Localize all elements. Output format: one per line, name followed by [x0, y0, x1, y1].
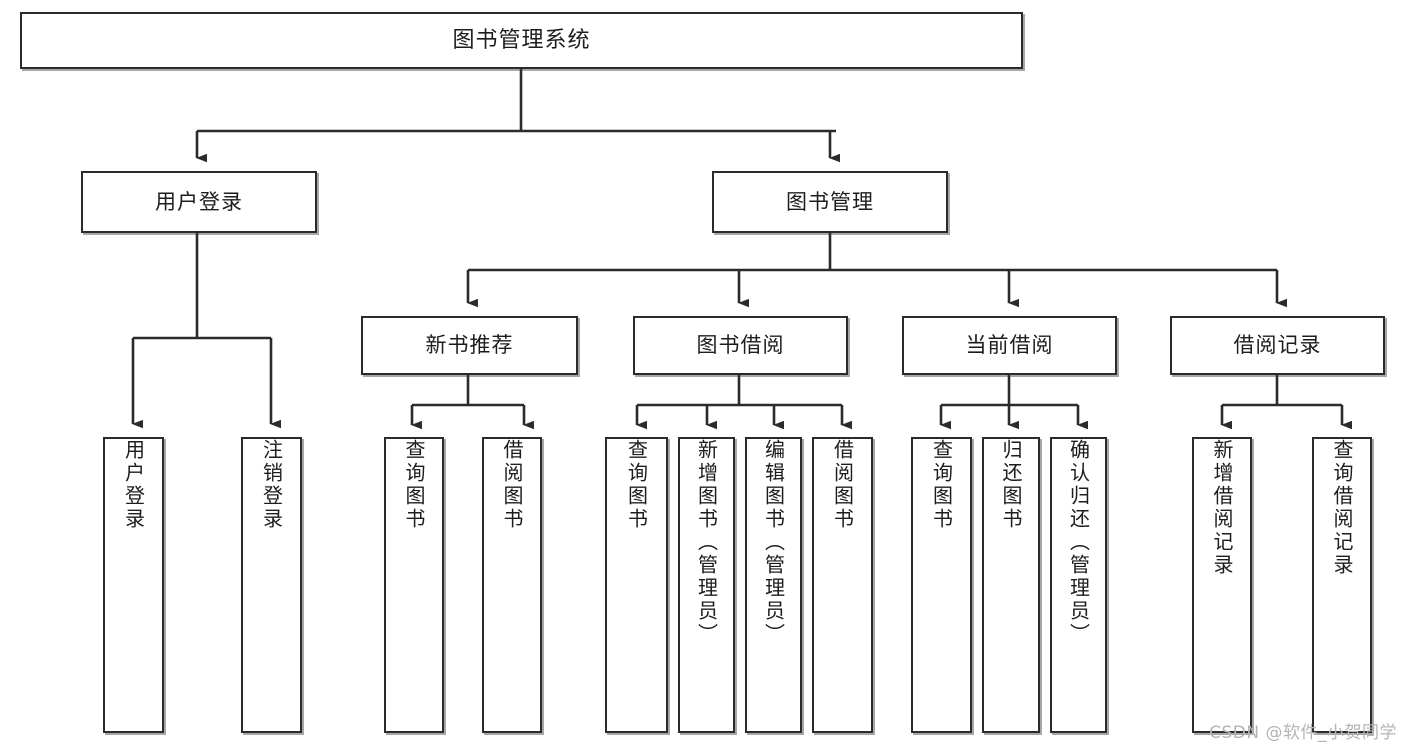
node-label: 新书推荐 — [425, 333, 514, 358]
leaf-borrow-query-book[interactable]: 查询图书 — [605, 437, 668, 733]
node-label: 借阅记录 — [1233, 333, 1322, 358]
leaf-recommend-query-book[interactable]: 查询图书 — [384, 437, 444, 733]
node-label: 图书借阅 — [696, 333, 785, 358]
node-label: 当前借阅 — [965, 333, 1054, 358]
watermark-text: CSDN @软件_小贺同学 — [1209, 723, 1397, 743]
leaf-current-confirm-return-admin[interactable]: 确认归还（管理员） — [1050, 437, 1107, 733]
node-label: 用户登录 — [155, 189, 243, 214]
node-label: 归还图书 — [999, 439, 1023, 531]
leaf-borrow-borrow-book[interactable]: 借阅图书 — [812, 437, 873, 733]
node-new-book-recommend[interactable]: 新书推荐 — [361, 316, 578, 375]
node-root-system[interactable]: 图书管理系统 — [20, 12, 1023, 69]
leaf-user-logout[interactable]: 注销登录 — [241, 437, 302, 733]
leaf-borrow-edit-book-admin[interactable]: 编辑图书（管理员） — [745, 437, 802, 733]
node-label: 新增借阅记录 — [1210, 439, 1234, 577]
leaf-record-query-record[interactable]: 查询借阅记录 — [1312, 437, 1372, 733]
leaf-current-query-book[interactable]: 查询图书 — [911, 437, 972, 733]
node-label: 借阅图书 — [830, 439, 855, 531]
node-label: 图书管理 — [786, 189, 874, 214]
node-label: 新增图书（管理员） — [694, 439, 719, 646]
node-label: 查询图书 — [402, 439, 426, 531]
node-label: 用户登录 — [121, 439, 146, 531]
leaf-current-return-book[interactable]: 归还图书 — [982, 437, 1040, 733]
node-current-borrow[interactable]: 当前借阅 — [902, 316, 1117, 375]
node-label: 编辑图书（管理员） — [761, 439, 786, 646]
leaf-record-add-record[interactable]: 新增借阅记录 — [1192, 437, 1252, 733]
node-label: 注销登录 — [259, 439, 284, 531]
leaf-user-login[interactable]: 用户登录 — [103, 437, 164, 733]
node-book-borrow[interactable]: 图书借阅 — [633, 316, 848, 375]
leaf-recommend-borrow-book[interactable]: 借阅图书 — [482, 437, 542, 733]
node-book-management[interactable]: 图书管理 — [712, 171, 948, 233]
node-user-login[interactable]: 用户登录 — [81, 171, 317, 233]
node-label: 查询借阅记录 — [1330, 439, 1354, 577]
node-label: 查询图书 — [624, 439, 649, 531]
node-label: 借阅图书 — [500, 439, 524, 531]
node-label: 图书管理系统 — [452, 27, 591, 53]
node-label: 确认归还（管理员） — [1066, 439, 1091, 646]
node-borrow-record[interactable]: 借阅记录 — [1170, 316, 1385, 375]
leaf-borrow-add-book-admin[interactable]: 新增图书（管理员） — [678, 437, 735, 733]
node-label: 查询图书 — [929, 439, 954, 531]
